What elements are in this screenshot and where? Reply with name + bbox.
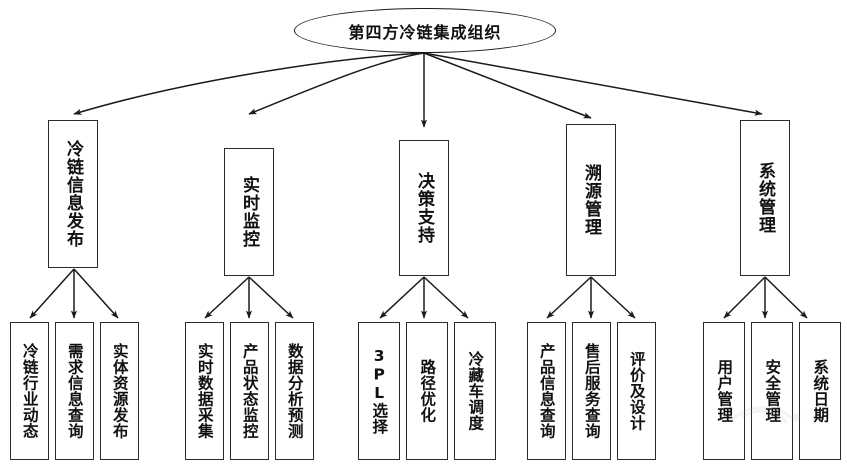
branch-node-label: 决策支持: [414, 172, 434, 244]
leaf-node-physical-resource-publish[interactable]: 实体资源发布: [100, 322, 139, 460]
branch-node-realtime-monitoring[interactable]: 实时监控: [224, 148, 274, 276]
edge-branch-3-child-1: [379, 276, 425, 319]
branch-node-label: 系统管理: [755, 162, 775, 234]
leaf-node-label: 安全管理: [763, 359, 782, 423]
leaf-node-3pl-selection[interactable]: 3PL选择: [358, 322, 400, 460]
edge-root-to-branch-4: [423, 52, 592, 119]
leaf-node-label: 评价及设计: [627, 351, 646, 431]
leaf-node-security-management[interactable]: 安全管理: [751, 322, 793, 460]
leaf-node-user-management[interactable]: 用户管理: [703, 322, 745, 460]
edge-branch-1-child-3: [73, 268, 119, 319]
edge-branch-1-child-1: [29, 268, 75, 319]
leaf-node-system-date[interactable]: 系统日期: [799, 322, 841, 460]
branch-node-label: 实时监控: [239, 176, 259, 248]
edge-branch-5-child-1: [723, 276, 766, 319]
leaf-node-demand-info-query[interactable]: 需求信息查询: [55, 322, 94, 460]
leaf-node-label: 3PL选择: [370, 347, 389, 435]
root-node-label: 第四方冷链集成组织: [348, 22, 502, 42]
leaf-node-label: 系统日期: [811, 359, 830, 423]
leaf-node-label: 路径优化: [418, 359, 437, 423]
leaf-node-label: 用户管理: [715, 359, 734, 423]
edge-branch-2-child-1: [204, 276, 250, 319]
edge-root-to-branch-1: [73, 52, 425, 115]
leaf-node-data-analysis-forecast[interactable]: 数据分析预测: [275, 322, 314, 460]
branch-node-cold-chain-info[interactable]: 冷链信息发布: [48, 120, 98, 268]
leaf-node-label: 产品状态监控: [240, 343, 259, 439]
branch-node-label: 溯源管理: [581, 164, 601, 236]
edge-branch-4-child-1: [546, 276, 592, 319]
leaf-node-industry-trends[interactable]: 冷链行业动态: [10, 322, 49, 460]
leaf-node-label: 实体资源发布: [110, 343, 129, 439]
leaf-node-product-status-monitoring[interactable]: 产品状态监控: [230, 322, 269, 460]
leaf-node-label: 产品信息查询: [537, 343, 556, 439]
root-node[interactable]: 第四方冷链集成组织: [294, 8, 556, 53]
edge-root-to-branch-5: [423, 52, 763, 116]
leaf-node-product-info-query[interactable]: 产品信息查询: [527, 322, 566, 460]
leaf-node-refrigerated-vehicle-dispatch[interactable]: 冷藏车调度: [454, 322, 496, 460]
leaf-node-label: 需求信息查询: [65, 343, 84, 439]
leaf-node-label: 冷藏车调度: [466, 351, 485, 431]
edge-branch-4-child-3: [590, 276, 636, 319]
branch-node-decision-support[interactable]: 决策支持: [399, 140, 449, 276]
leaf-node-label: 冷链行业动态: [20, 343, 39, 439]
branch-node-traceability[interactable]: 溯源管理: [566, 124, 616, 276]
leaf-node-label: 数据分析预测: [285, 343, 304, 439]
edge-branch-2-child-3: [248, 276, 294, 319]
leaf-node-route-optimization[interactable]: 路径优化: [406, 322, 448, 460]
branch-node-label: 冷链信息发布: [63, 140, 83, 248]
edge-root-to-branch-2: [248, 52, 425, 115]
leaf-node-after-sales-query[interactable]: 售后服务查询: [572, 322, 611, 460]
leaf-node-realtime-data-collection[interactable]: 实时数据采集: [185, 322, 224, 460]
edge-branch-3-child-3: [423, 276, 469, 319]
edge-branch-5-child-3: [764, 276, 808, 319]
leaf-node-label: 售后服务查询: [582, 343, 601, 439]
leaf-node-label: 实时数据采集: [195, 343, 214, 439]
leaf-node-evaluation-design[interactable]: 评价及设计: [617, 322, 656, 460]
branch-node-system-management[interactable]: 系统管理: [740, 120, 790, 276]
